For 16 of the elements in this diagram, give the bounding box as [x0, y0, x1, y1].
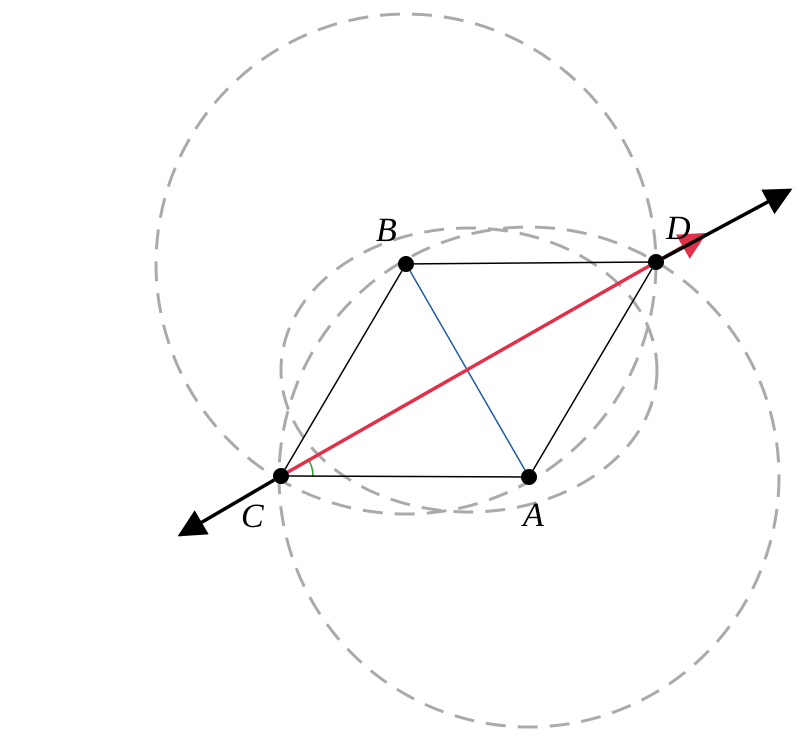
line-segment: [289, 475, 521, 478]
point-dot: [648, 254, 664, 270]
point-label: C: [241, 500, 264, 534]
point-dot: [273, 468, 289, 484]
line-segment: [532, 268, 653, 470]
point-dot: [398, 256, 414, 272]
point-label: B: [376, 214, 397, 248]
point-label: D: [666, 212, 691, 246]
point-dot: [521, 469, 537, 485]
point-label: A: [523, 499, 544, 533]
arrow: [287, 232, 708, 474]
line-segment: [414, 261, 648, 265]
line-segment: [409, 270, 526, 470]
line-segment: [284, 270, 403, 470]
arrow: [662, 188, 792, 260]
arrow: [178, 478, 275, 537]
